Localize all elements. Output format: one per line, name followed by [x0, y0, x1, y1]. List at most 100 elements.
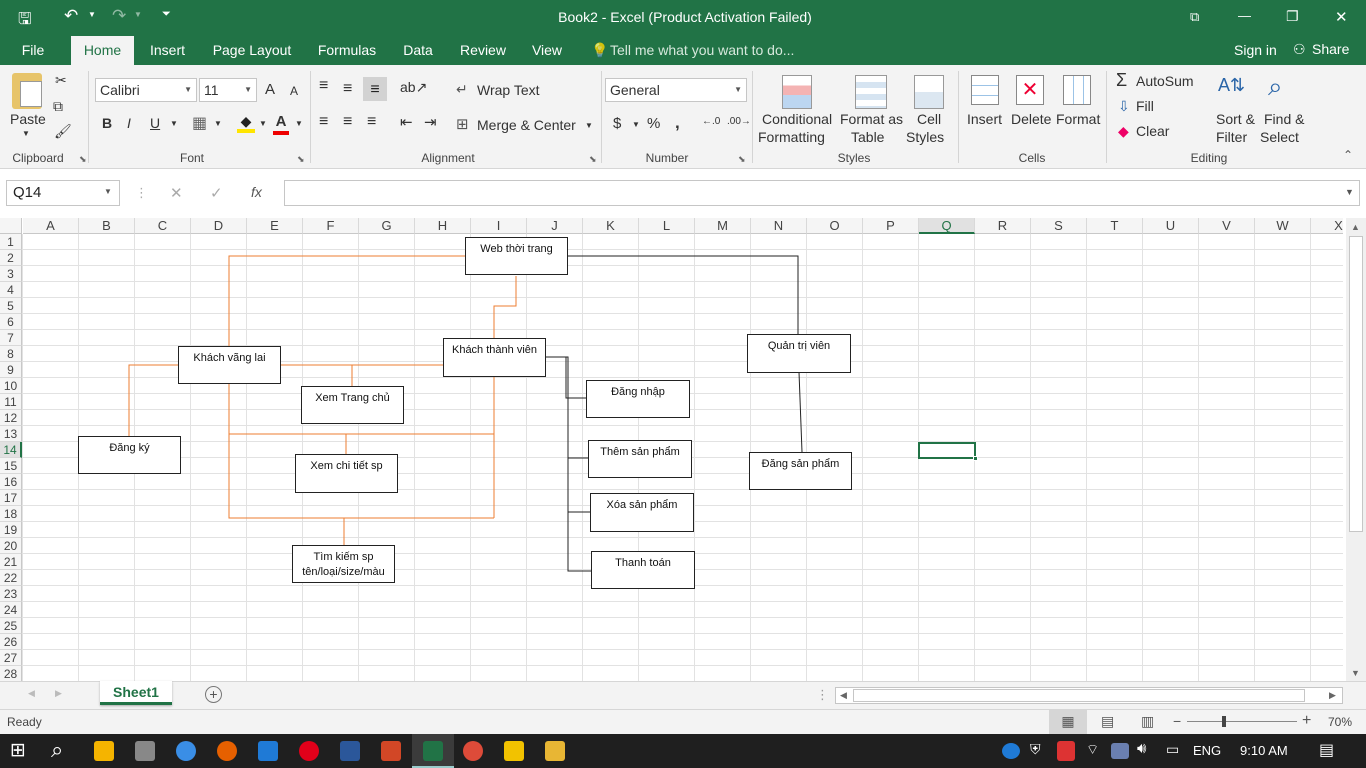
horizontal-scrollbar[interactable]: ◀ ▶ — [835, 687, 1343, 704]
add-sheet-button[interactable]: + — [205, 686, 222, 703]
row-header[interactable]: 19 — [0, 522, 22, 538]
device-tray-icon[interactable] — [1111, 743, 1129, 759]
redo-icon[interactable]: ↷ — [112, 6, 127, 25]
find-select-button[interactable]: Find & — [1264, 111, 1305, 127]
column-header[interactable]: N — [751, 218, 807, 234]
file-explorer-icon[interactable] — [545, 741, 565, 761]
zoom-slider-thumb[interactable] — [1222, 716, 1226, 727]
row-header[interactable]: 1 — [0, 234, 22, 250]
wifi-icon[interactable]: ⌔ — [1086, 741, 1100, 757]
row-header[interactable]: 27 — [0, 650, 22, 666]
row-header[interactable]: 12 — [0, 410, 22, 426]
column-header[interactable]: M — [695, 218, 751, 234]
shape-web-thoi-trang[interactable]: Web thời trang — [465, 237, 568, 275]
zoom-level[interactable]: 70% — [1328, 715, 1353, 729]
decrease-indent-icon[interactable]: ⇤ — [400, 114, 413, 131]
v-tray-icon[interactable] — [1057, 741, 1075, 761]
percent-button[interactable]: % — [647, 115, 661, 132]
column-header[interactable]: U — [1143, 218, 1199, 234]
copy-icon[interactable]: ⧉ — [53, 98, 63, 114]
row-header[interactable]: 24 — [0, 602, 22, 618]
cut-icon[interactable]: ✂ — [55, 72, 67, 88]
language-indicator[interactable]: ENG — [1193, 743, 1222, 758]
scroll-down-icon[interactable]: ▼ — [1351, 668, 1360, 678]
currency-button[interactable]: $ — [613, 115, 622, 132]
row-header[interactable]: 4 — [0, 282, 22, 298]
save-icon[interactable]: 🖫 — [18, 11, 32, 28]
sign-in-link[interactable]: Sign in — [1234, 42, 1277, 58]
row-header[interactable]: 5 — [0, 298, 22, 314]
shape-dang-nhap[interactable]: Đăng nhập — [586, 380, 690, 418]
shape-tim-kiem-sp[interactable]: Tìm kiếm sp tên/loại/size/màu — [292, 545, 395, 583]
row-header[interactable]: 18 — [0, 506, 22, 522]
row-header[interactable]: 7 — [0, 330, 22, 346]
undo-icon[interactable]: ↶ — [64, 6, 79, 25]
format-cells-button[interactable]: Format — [1056, 111, 1101, 127]
opera-icon[interactable] — [299, 741, 319, 761]
italic-button[interactable]: I — [127, 115, 131, 131]
zoom-slider[interactable] — [1187, 721, 1297, 722]
align-bottom-icon[interactable]: ≡ — [363, 77, 387, 101]
zoom-in-icon[interactable]: + — [1302, 712, 1312, 729]
column-header[interactable]: C — [135, 218, 191, 234]
search-icon[interactable]: ⌕ — [51, 737, 64, 762]
row-header[interactable]: 21 — [0, 554, 22, 570]
fill-button[interactable]: Fill — [1136, 98, 1154, 114]
next-sheet-icon[interactable]: ▶ — [55, 688, 62, 698]
row-header[interactable]: 10 — [0, 378, 22, 394]
column-header[interactable]: W — [1255, 218, 1311, 234]
borders-icon[interactable]: ▦ — [192, 115, 208, 132]
grow-font-button[interactable]: A — [265, 81, 276, 98]
row-header[interactable]: 6 — [0, 314, 22, 330]
maximize-button[interactable]: ❐ — [1286, 8, 1299, 24]
font-launcher-icon[interactable]: ⬊ — [297, 154, 305, 164]
vertical-scrollbar[interactable]: ▲ ▼ — [1346, 218, 1366, 681]
ribbon-display-icon[interactable]: ⧉ — [1190, 9, 1200, 24]
align-center-icon[interactable]: ≡ — [343, 113, 353, 130]
number-launcher-icon[interactable]: ⬊ — [738, 154, 746, 164]
bold-button[interactable]: B — [102, 115, 113, 131]
column-header[interactable]: G — [359, 218, 415, 234]
row-header[interactable]: 20 — [0, 538, 22, 554]
number-format-combo[interactable]: General▼ — [605, 78, 747, 102]
shield-tray-icon[interactable]: ⛨ — [1030, 741, 1041, 757]
zoom-out-icon[interactable]: − — [1173, 713, 1182, 729]
orientation-icon[interactable]: ab↗ — [400, 79, 428, 95]
borders-dropdown-icon[interactable]: ▼ — [214, 119, 222, 128]
tell-me-search[interactable]: Tell me what you want to do... — [610, 42, 795, 58]
scroll-right-icon[interactable]: ▶ — [1329, 690, 1336, 700]
conditional-formatting-button[interactable]: Conditional — [762, 111, 833, 127]
shrink-font-button[interactable]: A — [290, 84, 299, 98]
excel-taskbar-button[interactable] — [412, 734, 454, 768]
column-header[interactable]: X — [1311, 218, 1343, 234]
tab-view[interactable]: View — [531, 42, 563, 58]
sort-filter-button-line2[interactable]: Filter — [1216, 129, 1248, 145]
shape-dang-san-pham[interactable]: Đăng sản phẩm — [749, 452, 852, 490]
shape-xem-chi-tiet-sp[interactable]: Xem chi tiết sp — [295, 454, 398, 493]
tab-home[interactable]: Home — [71, 36, 134, 65]
zalo-tray-icon[interactable] — [1002, 743, 1020, 759]
column-header[interactable]: H — [415, 218, 471, 234]
row-header[interactable]: 13 — [0, 426, 22, 442]
row-header[interactable]: 26 — [0, 634, 22, 650]
volume-icon[interactable]: 🔊︎ — [1137, 740, 1147, 757]
horizontal-scroll-thumb[interactable] — [853, 689, 1305, 702]
column-header[interactable]: F — [303, 218, 359, 234]
conditional-formatting-button-line2[interactable]: Formatting — [758, 129, 825, 145]
windows-start-icon[interactable]: ⊞ — [10, 740, 26, 761]
scroll-up-icon[interactable]: ▲ — [1351, 222, 1360, 232]
autosum-button[interactable]: AutoSum — [1136, 73, 1194, 89]
name-box-dropdown-icon[interactable]: ▼ — [104, 187, 112, 196]
paste-button[interactable]: Paste — [10, 111, 46, 127]
row-header[interactable]: 23 — [0, 586, 22, 602]
tab-formulas[interactable]: Formulas — [317, 42, 377, 58]
underline-button[interactable]: U — [150, 115, 161, 131]
active-cell-q14[interactable] — [918, 442, 978, 461]
clipboard-launcher-icon[interactable]: ⬊ — [79, 154, 87, 164]
font-size-combo[interactable]: 11▼ — [199, 78, 257, 102]
row-header[interactable]: 8 — [0, 346, 22, 362]
collapse-ribbon-icon[interactable]: ⌃ — [1343, 148, 1354, 162]
underline-dropdown-icon[interactable]: ▼ — [170, 119, 178, 128]
column-header[interactable]: I — [471, 218, 527, 234]
align-middle-icon[interactable]: ≡ — [343, 80, 353, 97]
